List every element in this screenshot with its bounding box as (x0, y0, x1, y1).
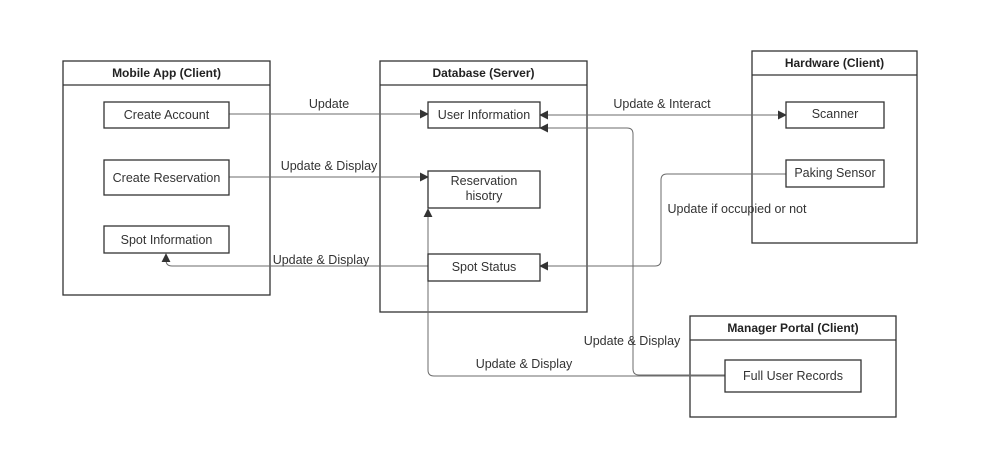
mobile-app-title: Mobile App (Client) (112, 66, 221, 80)
user-information-node: User Information (427, 101, 541, 129)
edge-status-to-spot-info (161, 253, 428, 267)
edge-sensor-to-status (539, 173, 786, 271)
edge-records-to-user (539, 123, 725, 376)
parking-sensor-label: Paking Sensor (794, 166, 875, 180)
edge-label-user-scanner: Update & Interact (613, 97, 711, 111)
database-title: Database (Server) (432, 66, 534, 80)
spot-information-label: Spot Information (121, 233, 213, 247)
edge-label-reservation-to-history: Update & Display (281, 159, 378, 173)
reservation-history-label-line2: hisotry (466, 189, 504, 203)
edge-records-to-history (423, 208, 725, 377)
edge-label-account-to-user: Update (309, 97, 349, 111)
create-account-node: Create Account (103, 101, 230, 129)
hardware-title: Hardware (Client) (785, 56, 884, 70)
hardware-container: Hardware (Client) (751, 50, 918, 244)
edge-label-records-to-history: Update & Display (476, 357, 573, 371)
scanner-label: Scanner (812, 107, 859, 121)
create-reservation-label: Create Reservation (113, 171, 221, 185)
spot-information-node: Spot Information (103, 225, 230, 254)
spot-status-label: Spot Status (452, 260, 517, 274)
user-information-label: User Information (438, 108, 530, 122)
manager-portal-title: Manager Portal (Client) (727, 321, 858, 335)
parking-sensor-node: Paking Sensor (785, 159, 885, 188)
manager-portal-container: Manager Portal (Client) (689, 315, 897, 418)
full-user-records-label: Full User Records (743, 369, 843, 383)
scanner-node: Scanner (785, 101, 885, 129)
reservation-history-label-line1: Reservation (451, 174, 518, 188)
create-reservation-node: Create Reservation (103, 159, 230, 196)
spot-status-node: Spot Status (427, 253, 541, 282)
reservation-history-node: Reservation hisotry (427, 170, 541, 209)
full-user-records-node: Full User Records (724, 359, 862, 393)
edge-label-sensor-to-status: Update if occupied or not (668, 202, 808, 216)
edge-label-records-to-user: Update & Display (584, 334, 681, 348)
edge-label-status-to-spot-info: Update & Display (273, 253, 370, 267)
create-account-label: Create Account (124, 108, 210, 122)
